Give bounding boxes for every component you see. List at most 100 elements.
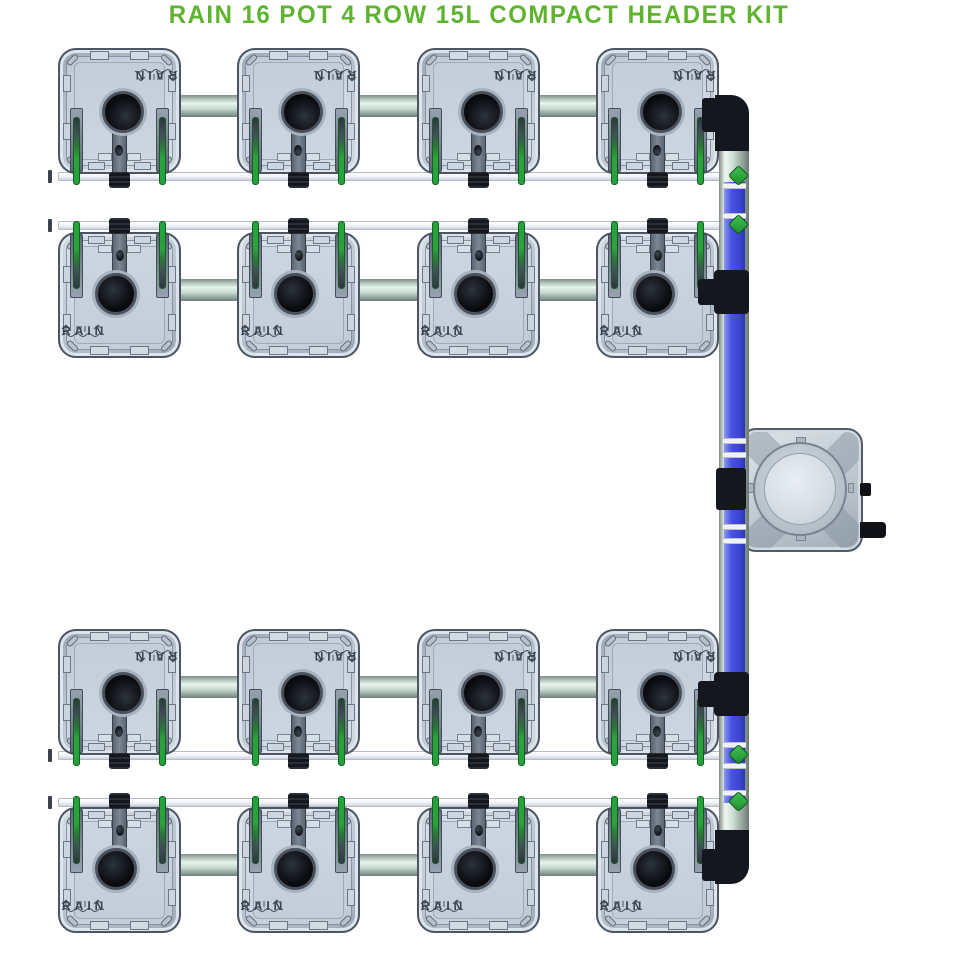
pot-drain-connector bbox=[468, 218, 489, 234]
header-unit-inlet-fitting bbox=[716, 468, 746, 510]
pot-edge-clip bbox=[601, 889, 609, 906]
pot-edge-clip bbox=[277, 734, 291, 742]
strap-hole bbox=[294, 726, 302, 737]
pot-lid-hole bbox=[102, 672, 144, 714]
pot-label: RAIN bbox=[600, 324, 646, 338]
pot-label: RAIN bbox=[131, 649, 177, 663]
pot-logo: RAIN bbox=[58, 899, 181, 929]
pot-edge-clip bbox=[527, 704, 535, 721]
lid-tab bbox=[848, 483, 854, 493]
pot-edge-clip bbox=[347, 314, 355, 331]
drip-emitter-icon bbox=[599, 899, 643, 912]
pot-row4-col1: RAIN bbox=[58, 793, 181, 933]
pot-lid-hole bbox=[95, 273, 137, 315]
pot-edge-clip bbox=[706, 889, 714, 906]
pot-drain-fitting-left bbox=[252, 796, 259, 864]
pot-row2-col1: RAIN bbox=[58, 218, 181, 358]
pot-label: RAIN bbox=[669, 649, 715, 663]
pot-edge-clip bbox=[306, 153, 320, 161]
pot-drain-fitting-right bbox=[518, 221, 525, 289]
pot-drain-connector bbox=[109, 218, 130, 234]
pot-label: RAIN bbox=[490, 68, 536, 82]
pot-label: RAIN bbox=[310, 649, 356, 663]
pot-edge-clip bbox=[347, 123, 355, 140]
pot-edge-clip bbox=[672, 811, 689, 819]
pot-lid-hole bbox=[274, 848, 316, 890]
pot-edge-clip bbox=[127, 245, 141, 253]
pot-drain-connector bbox=[647, 218, 668, 234]
pot-logo: RAIN bbox=[417, 899, 540, 929]
lid-tab bbox=[796, 535, 806, 541]
drip-emitter-icon bbox=[493, 69, 537, 82]
pot-drain-connector bbox=[468, 172, 489, 188]
drip-emitter-icon bbox=[240, 324, 284, 337]
pot-logo: RAIN bbox=[237, 52, 360, 82]
pot-drain-connector bbox=[647, 172, 668, 188]
pot-edge-clip bbox=[63, 314, 71, 331]
pot-lid-hole bbox=[461, 672, 503, 714]
pot-edge-clip bbox=[134, 811, 151, 819]
pot-edge-clip bbox=[306, 820, 320, 828]
pot-edge-clip bbox=[447, 811, 464, 819]
pot-row2-col2: RAIN bbox=[237, 218, 360, 358]
pot-edge-clip bbox=[168, 314, 176, 331]
drip-emitter-icon bbox=[134, 69, 178, 82]
pot-lid-hole bbox=[274, 273, 316, 315]
pot-edge-clip bbox=[628, 921, 647, 930]
pot-edge-clip bbox=[88, 811, 105, 819]
pot-edge-clip bbox=[88, 236, 105, 244]
pot-edge-clip bbox=[127, 734, 141, 742]
drip-emitter-icon bbox=[420, 899, 464, 912]
pot-edge-clip bbox=[668, 921, 687, 930]
drip-emitter-icon bbox=[313, 69, 357, 82]
pot-row3-col1: RAIN bbox=[58, 629, 181, 769]
pot-label: RAIN bbox=[490, 649, 536, 663]
pot-edge-clip bbox=[665, 820, 679, 828]
pot-edge-clip bbox=[313, 236, 330, 244]
pot-drain-fitting-right bbox=[518, 796, 525, 864]
pot-logo: RAIN bbox=[596, 52, 719, 82]
pot-lid-hole bbox=[102, 91, 144, 133]
pot-edge-clip bbox=[269, 346, 288, 355]
pot-edge-clip bbox=[527, 123, 535, 140]
pot-edge-clip bbox=[242, 889, 250, 906]
pot-lid-hole bbox=[454, 273, 496, 315]
drip-emitter-icon bbox=[672, 650, 716, 663]
strap-hole bbox=[475, 825, 483, 836]
pot-drain-fitting-left bbox=[338, 117, 345, 185]
pot-edge-clip bbox=[636, 734, 650, 742]
strap-hole bbox=[116, 250, 124, 261]
pot-logo: RAIN bbox=[417, 324, 540, 354]
pot-edge-clip bbox=[493, 743, 510, 751]
lid-tab bbox=[796, 437, 806, 443]
pot-edge-clip bbox=[636, 153, 650, 161]
pot-drain-fitting-left bbox=[159, 698, 166, 766]
pot-edge-clip bbox=[486, 734, 500, 742]
pot-label: RAIN bbox=[421, 899, 467, 913]
strap-hole bbox=[475, 250, 483, 261]
tee-fitting-row3 bbox=[714, 672, 749, 716]
pot-drain-fitting-left bbox=[611, 796, 618, 864]
pot-edge-clip bbox=[628, 346, 647, 355]
pot-edge-clip bbox=[665, 245, 679, 253]
pot-row1-col3: RAIN bbox=[417, 48, 540, 188]
pot-edge-clip bbox=[601, 314, 609, 331]
pot-edge-clip bbox=[665, 153, 679, 161]
pot-edge-clip bbox=[242, 314, 250, 331]
pot-row1-col2: RAIN bbox=[237, 48, 360, 188]
pot-edge-clip bbox=[134, 236, 151, 244]
pot-drain-fitting-right bbox=[338, 221, 345, 289]
strap-hole bbox=[295, 250, 303, 261]
pot-edge-clip bbox=[347, 266, 355, 283]
pot-drain-fitting-right bbox=[73, 117, 80, 185]
tee-fitting-row3-arm bbox=[698, 681, 718, 707]
strap-hole bbox=[653, 726, 661, 737]
pot-edge-clip bbox=[449, 346, 468, 355]
pot-edge-clip bbox=[127, 820, 141, 828]
pot-label: RAIN bbox=[241, 899, 287, 913]
pot-edge-clip bbox=[447, 743, 464, 751]
strap-hole bbox=[654, 825, 662, 836]
pot-edge-clip bbox=[134, 162, 151, 170]
pot-row4-col2: RAIN bbox=[237, 793, 360, 933]
pot-edge-clip bbox=[347, 841, 355, 858]
